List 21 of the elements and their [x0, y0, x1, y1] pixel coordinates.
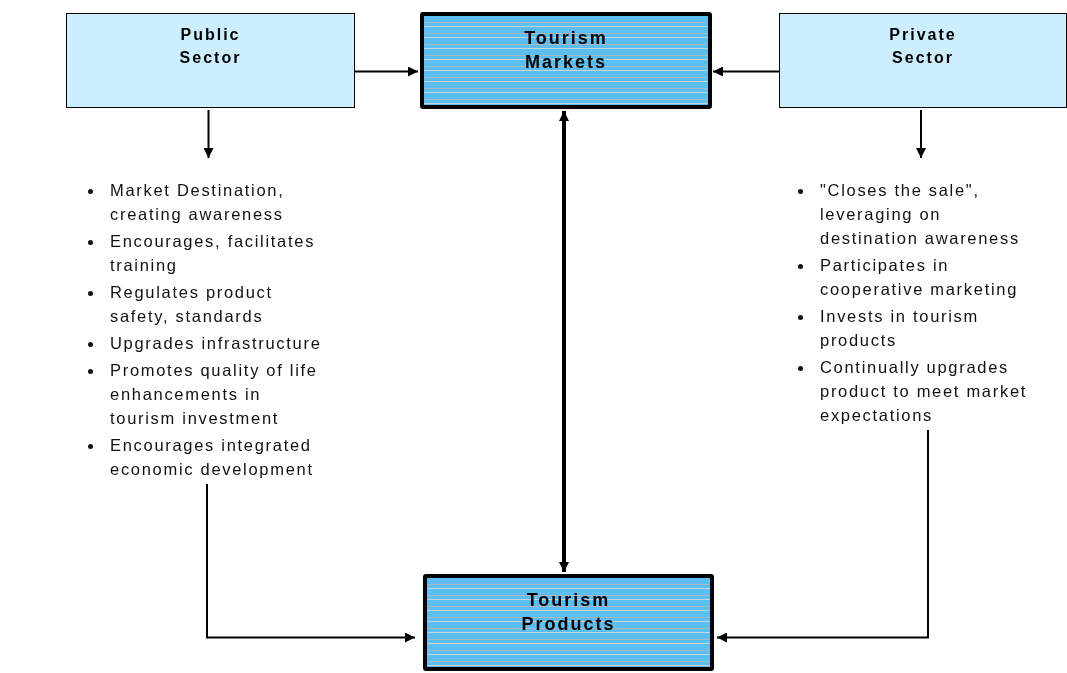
bullet-item: Invests in tourism products	[795, 304, 1035, 352]
sector-box: Public Sector	[66, 13, 355, 108]
bullet-item: Participates in cooperative marketing	[795, 253, 1035, 301]
arrow	[916, 109, 926, 159]
tourism-box: Tourism Markets	[420, 12, 712, 109]
bullet-item: Encourages, facilitates training	[85, 229, 325, 277]
sector-box: Private Sector	[779, 13, 1067, 108]
arrow	[716, 429, 929, 643]
bullet-item: "Closes the sale", leveraging on destination awareness	[795, 178, 1035, 250]
arrow	[559, 111, 569, 572]
arrow	[206, 483, 416, 643]
bullet-item: Promotes quality of life enhancements in tourism investment	[85, 358, 325, 430]
tourism-box: Tourism Products	[423, 574, 714, 671]
bullet-item: Continually upgrades product to meet market expectations	[795, 355, 1035, 427]
arrow	[712, 66, 780, 77]
arrow	[203, 109, 214, 159]
bullet-item: Upgrades infrastructure	[85, 331, 325, 355]
bullet-item: Market Destination, creating awareness	[85, 178, 325, 226]
bullet-item: Encourages integrated economic development	[85, 433, 325, 481]
arrow	[354, 66, 419, 77]
bullet-item: Regulates product safety, standards	[85, 280, 325, 328]
